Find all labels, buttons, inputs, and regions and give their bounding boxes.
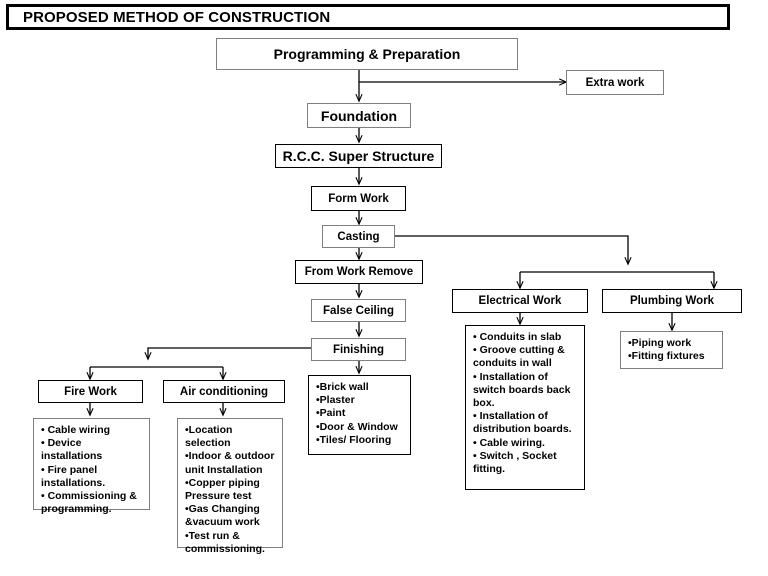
- node-label: Electrical Work: [478, 295, 562, 307]
- air-conditioning-items-list: •Location selection •Indoor & outdoor un…: [185, 424, 276, 556]
- list-item: • Cable wiring.: [473, 436, 545, 449]
- node-label: Casting: [337, 230, 380, 243]
- node-fire-work[interactable]: Fire Work: [38, 380, 143, 403]
- node-rcc-super-structure[interactable]: R.C.C. Super Structure: [275, 144, 442, 168]
- node-label: False Ceiling: [323, 304, 394, 317]
- node-false-ceiling[interactable]: False Ceiling: [311, 299, 406, 322]
- node-label: Plumbing Work: [629, 295, 715, 307]
- finishing-items-list: •Brick wall •Plaster •Paint •Door & Wind…: [316, 381, 404, 447]
- list-item: •Brick wall: [316, 381, 369, 393]
- list-item: •Plaster: [316, 394, 355, 407]
- node-plumbing-work[interactable]: Plumbing Work: [602, 289, 742, 313]
- fire-work-items-list: • Cable wiring • Device installations • …: [41, 424, 143, 516]
- list-item: •Fitting fixtures: [628, 350, 705, 363]
- list-item: •Copper piping Pressure test: [185, 476, 260, 503]
- node-programming-preparation[interactable]: Programming & Preparation: [216, 38, 518, 70]
- detail-box-fire-work: • Cable wiring • Device installations • …: [33, 418, 150, 515]
- list-item: •Paint: [316, 407, 346, 420]
- node-label: Programming & Preparation: [273, 46, 461, 62]
- list-item: •Test run & commissioning.: [185, 529, 265, 555]
- node-label: Finishing: [332, 343, 385, 356]
- node-label: Air conditioning: [179, 385, 269, 398]
- list-item: • Switch , Socket fitting.: [473, 449, 557, 476]
- node-foundation[interactable]: Foundation: [307, 103, 411, 128]
- list-item: • Cable wiring: [41, 424, 111, 436]
- detail-box-finishing: •Brick wall •Plaster •Paint •Door & Wind…: [308, 375, 411, 455]
- node-finishing[interactable]: Finishing: [311, 338, 406, 361]
- detail-box-plumbing-work: •Piping work •Fitting fixtures: [620, 331, 723, 369]
- node-label: Fire Work: [64, 385, 117, 398]
- node-air-conditioning[interactable]: Air conditioning: [163, 380, 285, 403]
- list-item: •Location selection: [185, 424, 233, 450]
- node-label: R.C.C. Super Structure: [282, 148, 435, 164]
- list-item: • Installation of distribution boards.: [473, 410, 572, 436]
- node-from-work-remove[interactable]: From Work Remove: [295, 260, 423, 284]
- list-item: • Groove cutting & conduits in wall: [473, 344, 565, 370]
- list-item: • Conduits in slab: [473, 331, 562, 343]
- list-item: • Fire panel installations.: [41, 463, 106, 489]
- plumbing-items-list: •Piping work •Fitting fixtures: [628, 337, 716, 363]
- node-label: Extra work: [585, 76, 645, 89]
- list-item: •Indoor & outdoor unit Installation: [185, 450, 275, 476]
- node-form-work[interactable]: Form Work: [311, 186, 406, 211]
- node-electrical-work[interactable]: Electrical Work: [452, 289, 588, 313]
- electrical-items-list: • Conduits in slab • Groove cutting & co…: [473, 331, 578, 476]
- list-item: •Tiles/ Flooring: [316, 433, 392, 446]
- list-item: •Gas Changing &vacuum work: [185, 503, 260, 529]
- list-item: • Installation of switch boards back box…: [473, 370, 571, 410]
- list-item: • Device installations: [41, 437, 103, 463]
- page-title-bar: PROPOSED METHOD OF CONSTRUCTION: [6, 4, 730, 30]
- list-item: • Commissioning & programming.: [41, 490, 137, 516]
- node-casting[interactable]: Casting: [322, 225, 395, 248]
- detail-box-electrical-work: • Conduits in slab • Groove cutting & co…: [465, 325, 585, 490]
- list-item: •Door & Window: [316, 420, 398, 433]
- node-extra-work[interactable]: Extra work: [566, 70, 664, 95]
- detail-box-air-conditioning: •Location selection •Indoor & outdoor un…: [177, 418, 283, 555]
- page-title: PROPOSED METHOD OF CONSTRUCTION: [23, 8, 331, 26]
- node-label: From Work Remove: [304, 266, 414, 278]
- node-label: Form Work: [328, 192, 389, 205]
- list-item: •Piping work: [628, 337, 692, 349]
- node-label: Foundation: [320, 107, 398, 124]
